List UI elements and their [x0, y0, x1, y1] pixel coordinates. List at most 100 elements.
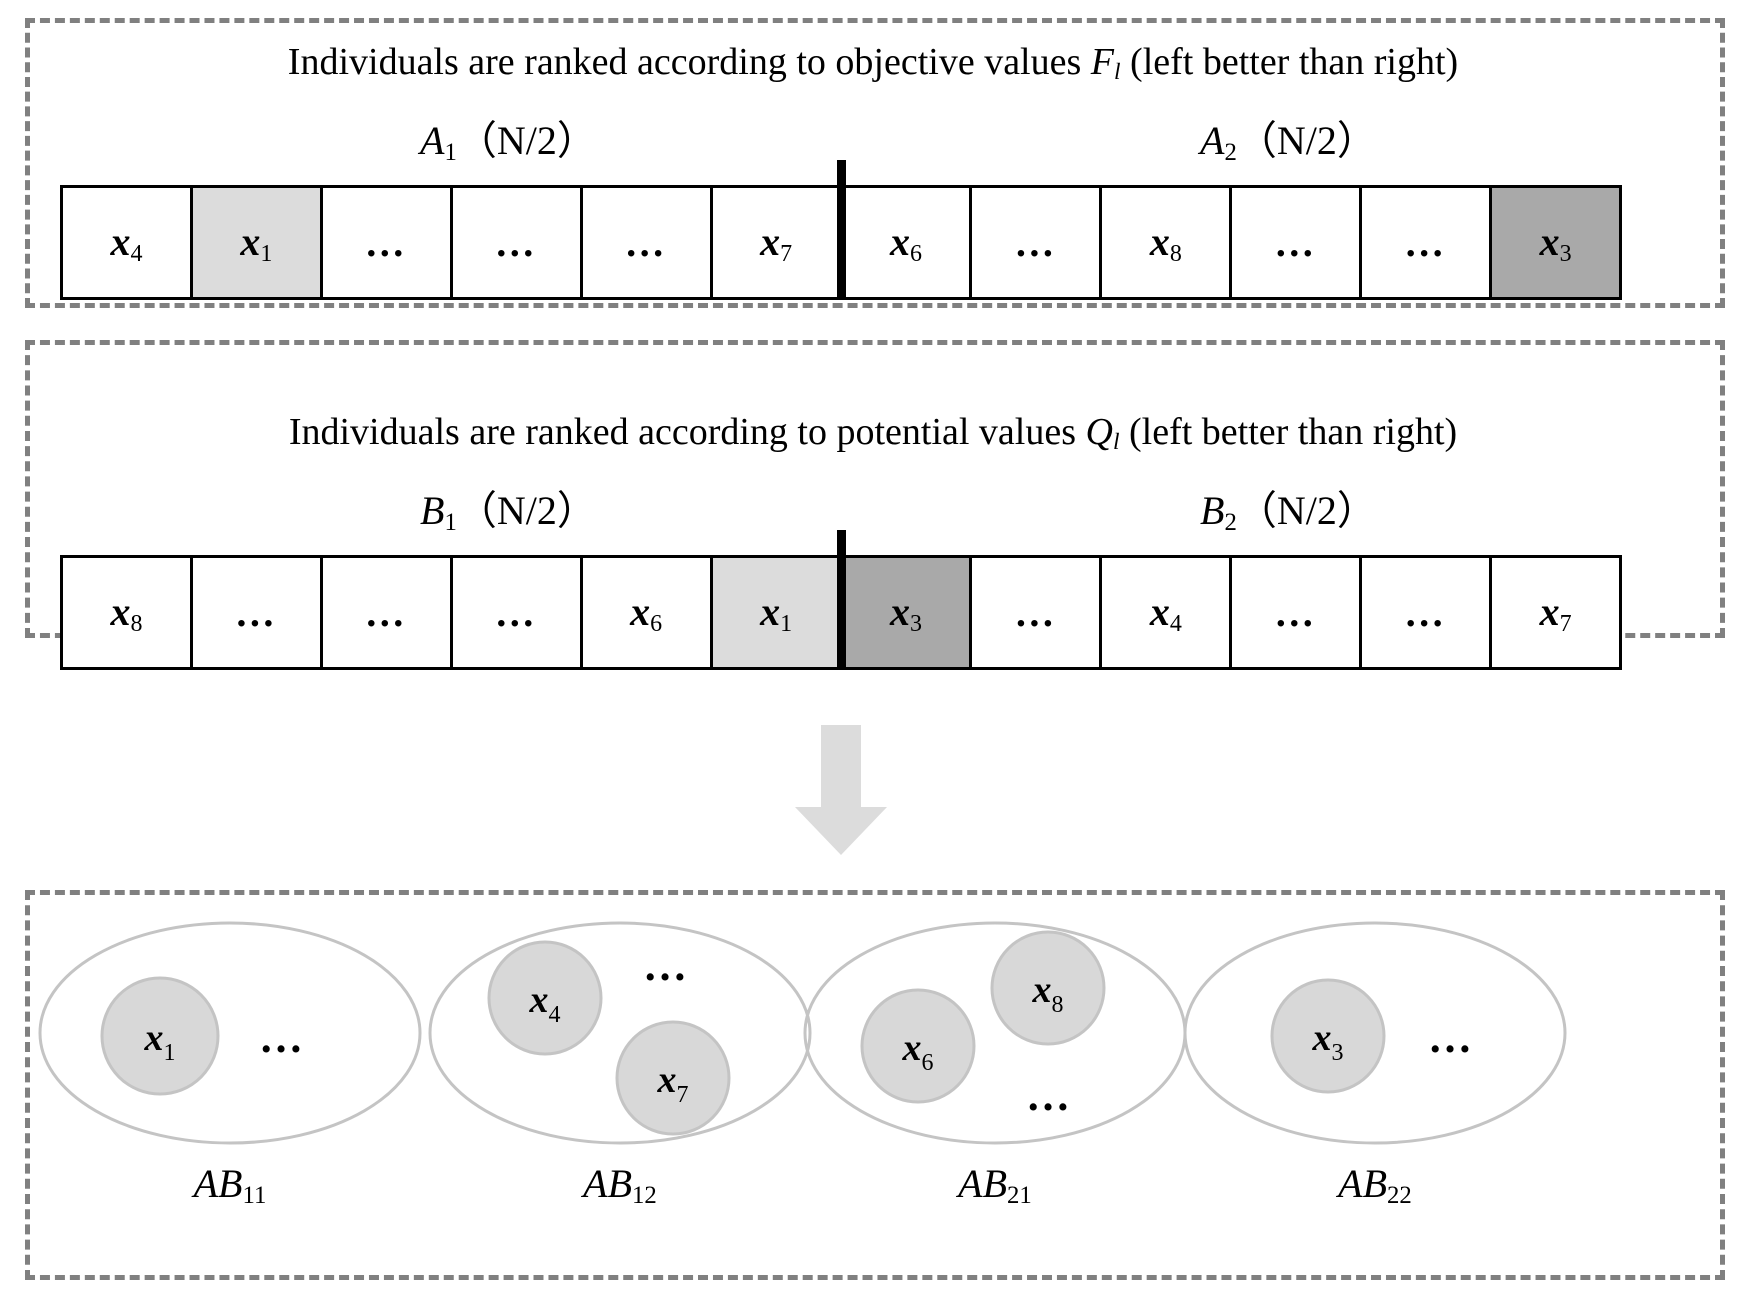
cell-potential-8[interactable]: …: [972, 558, 1103, 667]
group-ab11-label: AB11: [35, 1160, 425, 1210]
down-arrow-icon: [795, 725, 887, 855]
panel-ab-groups: [25, 890, 1725, 1280]
down-arrow-svg: [795, 725, 887, 855]
cell-potential-9[interactable]: x4: [1102, 558, 1233, 667]
cell-potential-11[interactable]: …: [1362, 558, 1493, 667]
group-ab21: x6 x8 …: [800, 918, 1190, 1148]
cell-ellipsis: …: [494, 589, 538, 635]
cell-objective-1[interactable]: x4: [63, 188, 193, 297]
group-label-b1-size: （N/2）: [456, 488, 597, 533]
caption-potential-pre: Individuals are ranked according to pote…: [288, 411, 1086, 453]
group-ab21-ellipsis: …: [1026, 1071, 1074, 1120]
group-ab21-label: AB21: [800, 1160, 1190, 1210]
member-x1-var: x: [144, 1017, 164, 1059]
member-x7-var: x: [657, 1059, 677, 1101]
cell-variable: x6: [630, 588, 663, 637]
cell-objective-2[interactable]: x1: [192, 188, 323, 297]
member-x3-sub: 3: [1332, 1040, 1344, 1066]
cell-objective-4[interactable]: …: [452, 188, 583, 297]
caption-potential-post: (left better than right): [1119, 411, 1458, 453]
cell-variable-index: 3: [909, 610, 922, 637]
cell-objective-11[interactable]: …: [1362, 188, 1493, 297]
group-ab11-label-sub: 11: [242, 1182, 267, 1210]
group-label-b1-name: B: [420, 488, 445, 533]
group-label-b1-index: 1: [444, 509, 457, 537]
cell-objective-3[interactable]: …: [322, 188, 453, 297]
member-blob-x3-label: x3: [1312, 1017, 1344, 1066]
cell-potential-10[interactable]: …: [1232, 558, 1363, 667]
cell-ellipsis: …: [494, 219, 538, 265]
cell-objective-10[interactable]: …: [1232, 188, 1363, 297]
group-ab12-label-name: AB: [583, 1161, 633, 1206]
group-label-b1: B1（N/2）: [420, 478, 597, 537]
caption-objective-symbol-sub: l: [1114, 59, 1121, 86]
cell-objective-5[interactable]: …: [582, 188, 713, 297]
split-divider-potential: [836, 530, 846, 670]
cell-variable: x7: [760, 218, 793, 267]
panel-objective-ranking: [25, 18, 1725, 308]
cell-variable-index: 1: [780, 610, 793, 637]
member-blob-x4-label: x4: [529, 979, 561, 1028]
split-divider-objective: [836, 160, 846, 300]
group-ab12-label: AB12: [425, 1160, 815, 1210]
group-ab21-label-name: AB: [958, 1161, 1008, 1206]
group-label-a1-size: （N/2）: [456, 118, 597, 163]
cell-ellipsis: …: [364, 219, 408, 265]
cell-objective-6[interactable]: x7: [712, 188, 843, 297]
member-blob-x1: [100, 976, 220, 1096]
cell-objective-9[interactable]: x8: [1102, 188, 1233, 297]
member-blob-x3: [1270, 978, 1386, 1094]
cell-ellipsis: …: [1014, 589, 1058, 635]
group-ab22-svg: x3 …: [1183, 921, 1567, 1145]
cell-variable-index: 8: [1169, 240, 1182, 267]
caption-objective-post: (left better than right): [1120, 41, 1459, 83]
cell-variable: x1: [240, 218, 273, 267]
member-blob-x7-label: x7: [657, 1059, 689, 1108]
group-ab22-outer-ellipse: [1183, 921, 1567, 1145]
group-ab12-ellipsis: …: [643, 941, 691, 990]
member-x8-var: x: [1032, 969, 1052, 1011]
member-blob-x4: [487, 940, 603, 1056]
cell-ellipsis: …: [1404, 219, 1448, 265]
cell-potential-3[interactable]: …: [322, 558, 453, 667]
cell-variable-index: 6: [909, 240, 922, 267]
cell-objective-12[interactable]: x3: [1492, 188, 1620, 297]
cell-potential-6[interactable]: x1: [712, 558, 843, 667]
group-label-a1-index: 1: [444, 139, 457, 167]
cell-variable: x8: [1149, 218, 1182, 267]
group-ab11-label-name: AB: [193, 1161, 243, 1206]
caption-objective-pre: Individuals are ranked according to obje…: [287, 41, 1091, 83]
group-ab12-label-sub: 12: [632, 1182, 657, 1210]
group-label-a2-size: （N/2）: [1236, 118, 1377, 163]
cell-variable: x1: [760, 588, 793, 637]
group-ab11: x1 …: [35, 918, 425, 1148]
caption-potential-symbol: Q: [1085, 411, 1113, 453]
caption-objective-symbol: F: [1090, 41, 1114, 83]
group-ab11-outer-ellipse: [38, 921, 422, 1145]
cell-potential-2[interactable]: …: [192, 558, 323, 667]
group-label-a2-index: 2: [1224, 139, 1237, 167]
cell-variable-index: 4: [1169, 610, 1182, 637]
group-label-b2-index: 2: [1224, 509, 1237, 537]
member-x6-sub: 6: [922, 1050, 934, 1076]
cell-potential-4[interactable]: …: [452, 558, 583, 667]
group-ab22-label-name: AB: [1338, 1161, 1388, 1206]
caption-potential-symbol-sub: l: [1112, 429, 1120, 456]
cell-objective-8[interactable]: …: [972, 188, 1103, 297]
group-label-a1-name: A: [420, 118, 445, 163]
member-blob-x6: [860, 988, 976, 1104]
group-ab21-svg: x6 x8 …: [803, 921, 1187, 1145]
cell-variable: x8: [110, 588, 143, 637]
group-ab12-outer-ellipse: [428, 921, 812, 1145]
cell-potential-1[interactable]: x8: [63, 558, 193, 667]
member-blob-x6-label: x6: [902, 1027, 934, 1076]
cell-potential-12[interactable]: x7: [1492, 558, 1620, 667]
member-x6-var: x: [902, 1027, 922, 1069]
cell-potential-5[interactable]: x6: [582, 558, 713, 667]
cell-objective-7[interactable]: x6: [842, 188, 973, 297]
cell-variable: x4: [1149, 588, 1182, 637]
cell-potential-7[interactable]: x3: [842, 558, 973, 667]
group-label-a1: A1（N/2）: [420, 108, 597, 167]
member-x3-var: x: [1312, 1017, 1332, 1059]
